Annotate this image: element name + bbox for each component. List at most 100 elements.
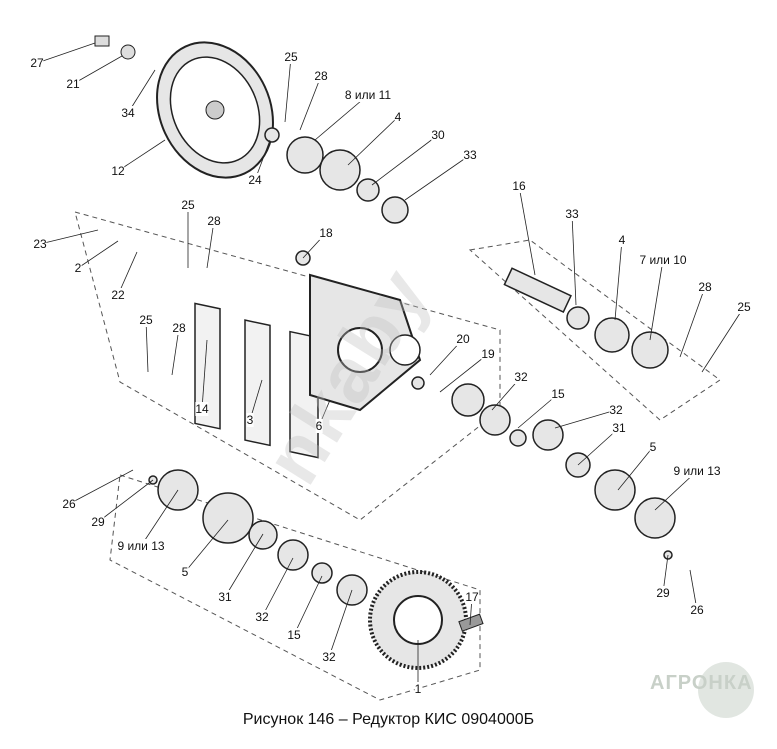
upper-part bbox=[381, 196, 409, 224]
lower-part bbox=[202, 492, 254, 544]
callout-label: 26 bbox=[62, 497, 76, 511]
callout-label: 25 bbox=[139, 313, 153, 327]
leader-line bbox=[206, 220, 215, 269]
leader-line bbox=[554, 409, 617, 429]
leader-line bbox=[649, 259, 664, 341]
leader-line bbox=[145, 319, 149, 373]
callout-label: 27 bbox=[30, 56, 44, 70]
leader-line bbox=[293, 575, 323, 636]
right-part bbox=[451, 383, 485, 417]
callout-label: 34 bbox=[121, 106, 135, 120]
callout-label: 33 bbox=[565, 207, 579, 221]
callout-label: 17 bbox=[465, 590, 479, 604]
callout-label: 18 bbox=[319, 226, 333, 240]
shaft-16 bbox=[503, 267, 572, 314]
leader-line bbox=[77, 240, 119, 269]
leader-line bbox=[328, 589, 353, 658]
leader-line bbox=[97, 479, 154, 523]
upper-part bbox=[286, 136, 324, 174]
leader-line bbox=[614, 239, 623, 321]
lower-part bbox=[248, 520, 278, 550]
upper-part bbox=[264, 127, 280, 143]
lower-part bbox=[277, 539, 309, 571]
gear-bore bbox=[393, 595, 443, 645]
pulley-hub bbox=[205, 100, 225, 120]
leader-line bbox=[314, 94, 369, 141]
callout-label: 32 bbox=[255, 610, 269, 624]
right-part bbox=[479, 404, 511, 436]
callout-label: 28 bbox=[207, 214, 221, 228]
leader-line bbox=[39, 229, 99, 245]
callout-label: 19 bbox=[481, 347, 495, 361]
callout-label: 7 или 10 bbox=[639, 253, 687, 267]
leader-line bbox=[371, 134, 439, 186]
leader-line bbox=[701, 306, 745, 373]
callout-label: 15 bbox=[287, 628, 301, 642]
callout-label: 31 bbox=[218, 590, 232, 604]
callout-label: 24 bbox=[248, 173, 262, 187]
right-part bbox=[566, 306, 590, 330]
right-part bbox=[634, 497, 676, 539]
upper-part bbox=[356, 178, 380, 202]
leader-line bbox=[439, 353, 489, 393]
leader-line bbox=[140, 489, 179, 547]
leader-line bbox=[617, 446, 654, 491]
agronka-logo: АГРОНКА bbox=[650, 672, 753, 694]
callout-label: 9 или 13 bbox=[673, 464, 721, 478]
right-part bbox=[594, 469, 636, 511]
callout-label: 23 bbox=[33, 237, 47, 251]
callout-label: 32 bbox=[609, 403, 623, 417]
callout-label: 5 bbox=[649, 440, 657, 454]
leader-line bbox=[36, 42, 96, 64]
callout-label: 14 bbox=[195, 402, 209, 416]
callout-label: 5 bbox=[181, 565, 189, 579]
leader-line bbox=[72, 55, 123, 85]
callout-label: 2 bbox=[74, 261, 82, 275]
callout-label: 21 bbox=[66, 77, 80, 91]
callout-label: 31 bbox=[612, 421, 626, 435]
leader-line bbox=[518, 185, 536, 276]
leader-line bbox=[68, 469, 134, 505]
housing-bore-2 bbox=[389, 334, 421, 366]
callout-label: 32 bbox=[322, 650, 336, 664]
callout-label: 32 bbox=[514, 370, 528, 384]
leader-line bbox=[347, 116, 399, 166]
callout-label: 28 bbox=[698, 280, 712, 294]
leader-line bbox=[261, 557, 294, 618]
right-part bbox=[509, 429, 527, 447]
leader-line bbox=[117, 251, 138, 296]
callout-label: 28 bbox=[314, 69, 328, 83]
leader-line bbox=[284, 56, 292, 123]
right-part bbox=[411, 376, 425, 390]
leader-line bbox=[171, 327, 180, 376]
lower-part bbox=[311, 562, 333, 584]
callout-label: 1 bbox=[414, 682, 422, 696]
pin-17 bbox=[458, 613, 484, 632]
callout-label: 25 bbox=[181, 198, 195, 212]
leader-line bbox=[117, 139, 166, 172]
shaft-outline-dashed bbox=[468, 239, 721, 421]
callout-label: 15 bbox=[551, 387, 565, 401]
leader-line bbox=[571, 213, 577, 306]
washer-21 bbox=[120, 44, 136, 60]
leader-line bbox=[679, 286, 706, 358]
callout-label: 28 bbox=[172, 321, 186, 335]
right-part bbox=[631, 331, 669, 369]
leader-line bbox=[224, 533, 264, 598]
bolt-27 bbox=[94, 35, 110, 47]
leader-line bbox=[184, 519, 229, 573]
housing-bore bbox=[337, 327, 383, 373]
callout-label: 25 bbox=[737, 300, 751, 314]
logo-circle bbox=[698, 662, 754, 718]
callout-label: 29 bbox=[91, 515, 105, 529]
callout-label: 6 bbox=[315, 419, 323, 433]
leader-line bbox=[299, 75, 322, 131]
callout-label: 9 или 13 bbox=[117, 539, 165, 553]
upper-part bbox=[319, 149, 361, 191]
figure-caption: Рисунок 146 – Редуктор КИС 0904000Б bbox=[242, 711, 535, 728]
callout-label: 25 bbox=[284, 50, 298, 64]
callout-label: 33 bbox=[463, 148, 477, 162]
cover-plate bbox=[194, 302, 221, 430]
leader-line bbox=[127, 69, 156, 114]
